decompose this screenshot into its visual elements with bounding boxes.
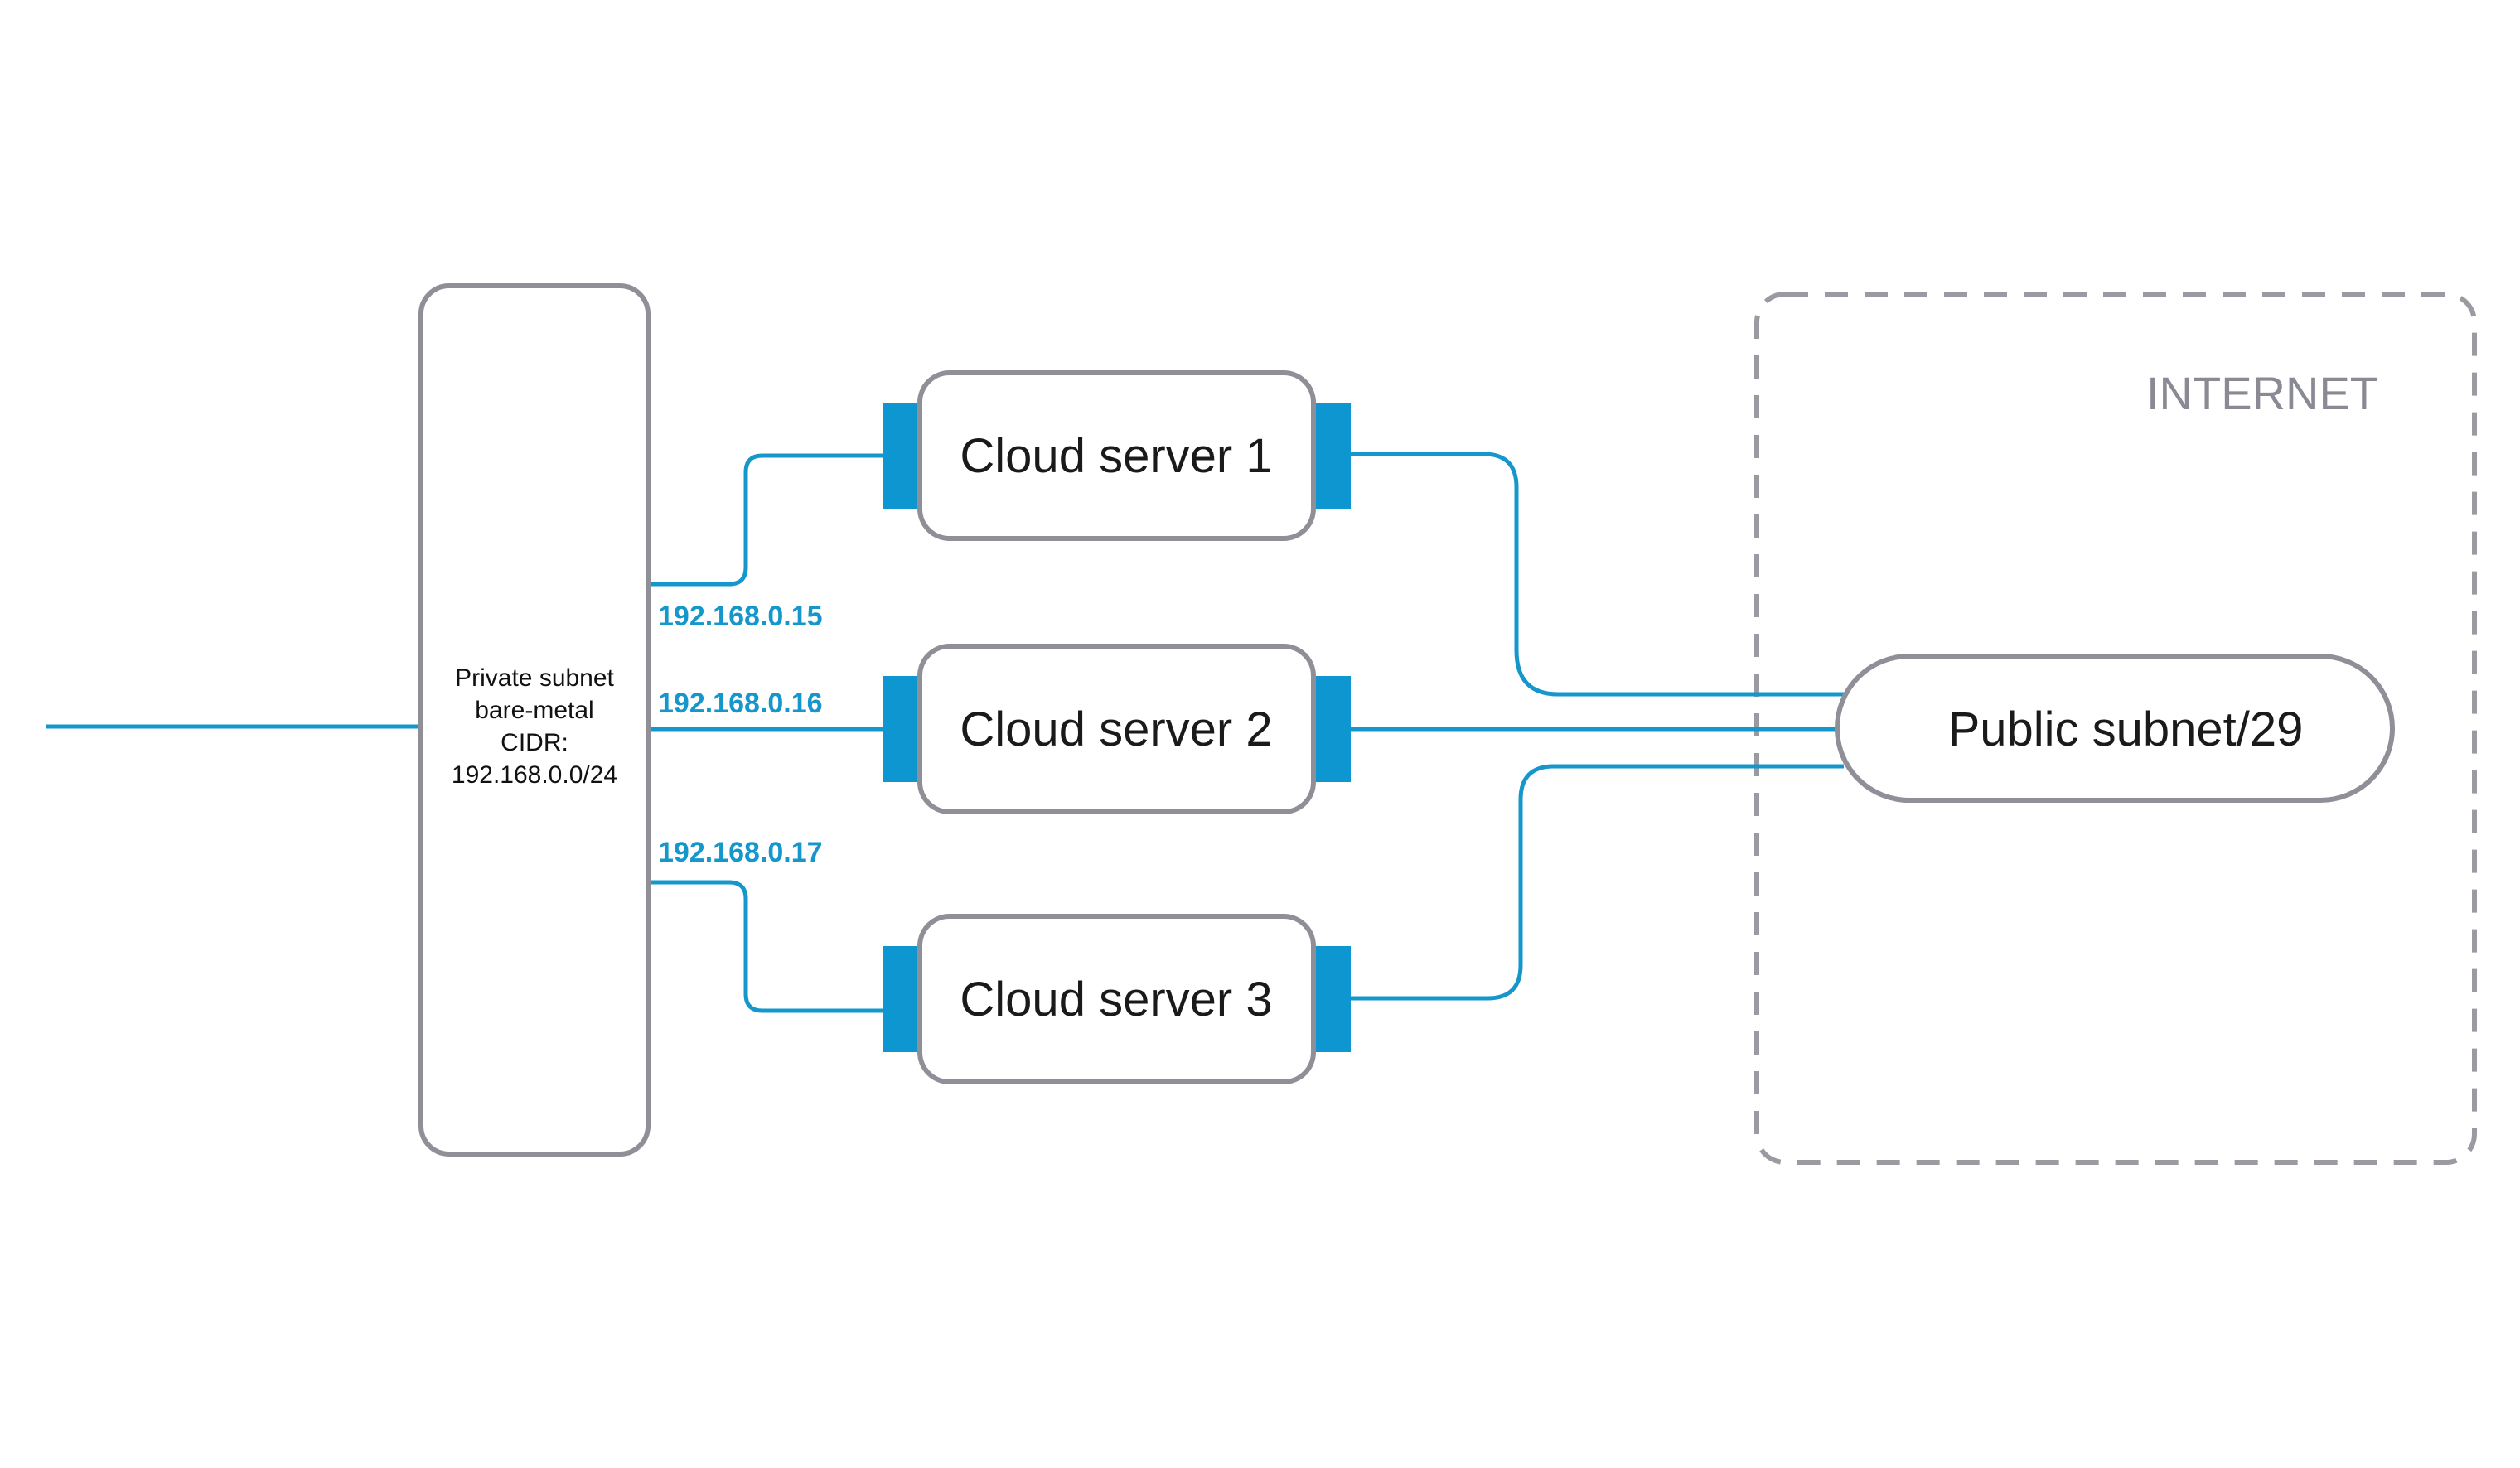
port-left: [883, 403, 920, 509]
port-right: [1313, 403, 1351, 509]
server-box: [917, 370, 1316, 541]
server-box: [917, 644, 1316, 814]
cloud-server-2: Cloud server 2: [883, 644, 1351, 814]
ip-label-server-1: 192.168.0.15: [658, 601, 823, 632]
private-subnet-line-1: Private subnet: [455, 664, 614, 692]
link-server1-public: [1351, 452, 1844, 697]
cloud-server-1: Cloud server 1: [883, 370, 1351, 541]
port-left: [883, 946, 920, 1052]
private-subnet-box: [418, 283, 651, 1157]
port-right: [1313, 946, 1351, 1052]
private-subnet-line-4: 192.168.0.0/24: [452, 761, 617, 789]
server-label: Cloud server 1: [960, 429, 1272, 483]
cloud-server-3: Cloud server 3: [883, 914, 1351, 1084]
server-label: Cloud server 2: [960, 703, 1272, 756]
ip-label-server-3: 192.168.0.17: [658, 837, 823, 868]
public-subnet-pill: [1835, 654, 2395, 803]
link-server3-public: [1351, 764, 1844, 1001]
port-right: [1313, 676, 1351, 782]
port-left: [883, 676, 920, 782]
private-subnet-line-2: bare-metal: [475, 697, 593, 724]
link-private-server1: [648, 453, 883, 587]
server-label: Cloud server 3: [960, 973, 1272, 1026]
internet-label: INTERNET: [2146, 367, 2378, 419]
ip-label-server-2: 192.168.0.16: [658, 688, 823, 719]
public-subnet-label: Public subnet/29: [1948, 703, 2304, 756]
private-subnet-line-3: CIDR:: [501, 729, 568, 756]
server-box: [917, 914, 1316, 1084]
links: [46, 452, 1844, 1013]
link-private-server3: [648, 880, 883, 1013]
